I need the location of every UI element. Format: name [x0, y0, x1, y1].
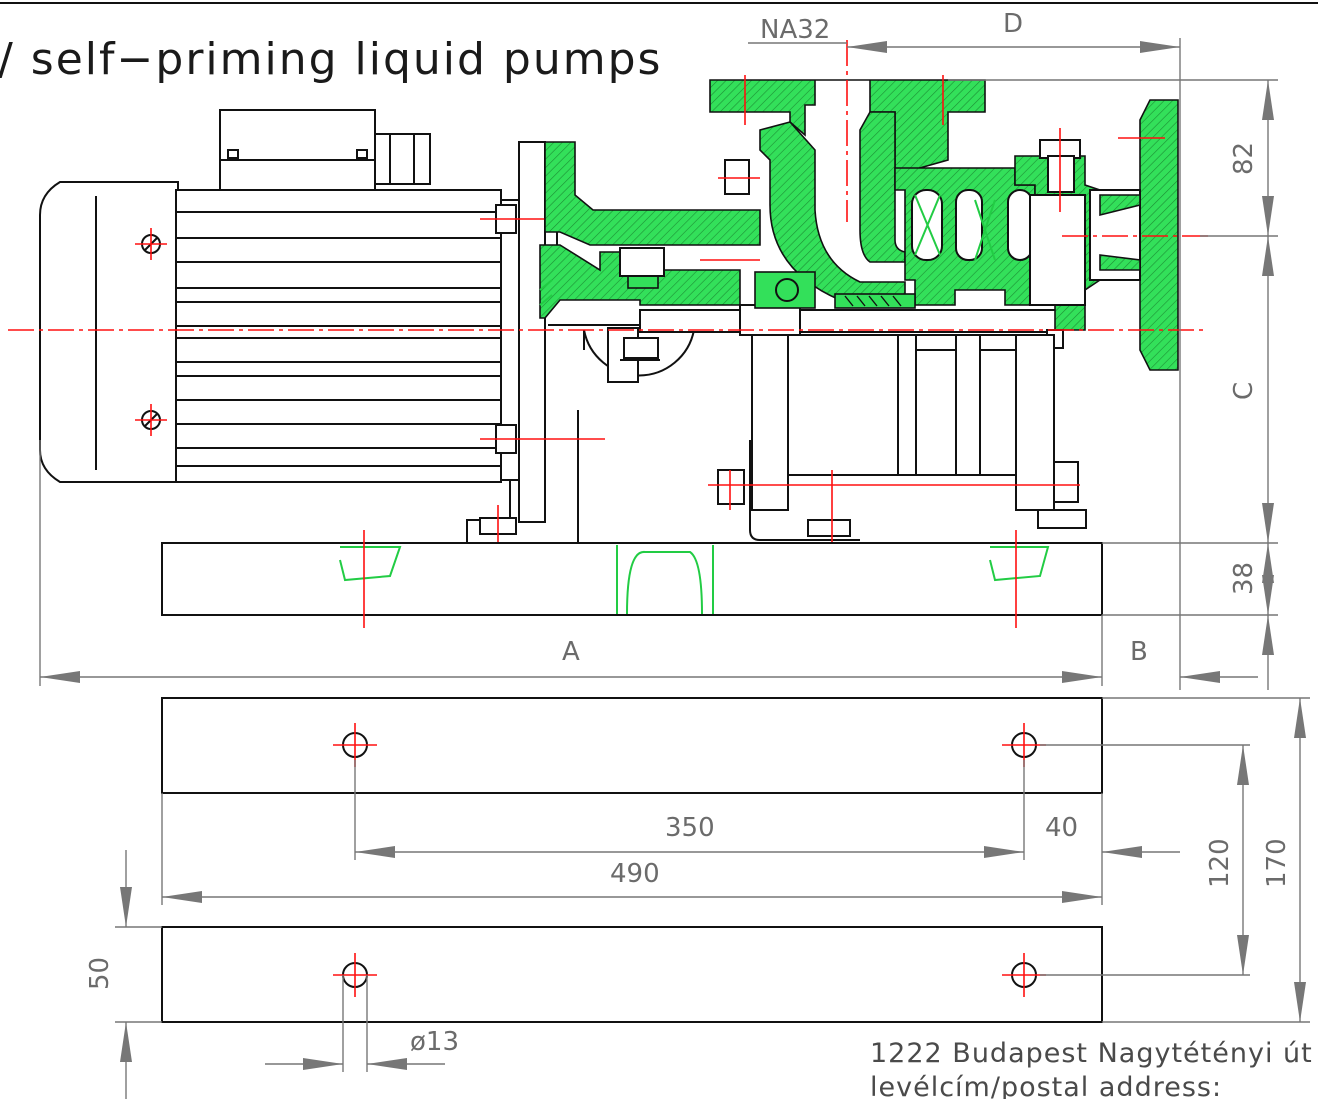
- nozzle-label-NA32: NA32: [748, 15, 847, 45]
- dim-D-label: D: [1003, 9, 1023, 39]
- dim-hole-label: ø13: [410, 1027, 459, 1057]
- dim-A-label: A: [562, 637, 580, 667]
- base-plate-side: [161, 530, 1103, 628]
- dim-50-label: 50: [85, 957, 115, 990]
- drawing-title: / self−priming liquid pumps: [0, 34, 662, 85]
- dimension-120-170: 120 170: [1040, 697, 1310, 1023]
- motor: [39, 109, 502, 483]
- dimension-vertical-chain: 82 C 38: [948, 79, 1278, 690]
- dimension-D: D: [847, 9, 1181, 690]
- dim-38-label: 38: [1229, 562, 1259, 595]
- address-line-1: 1222 Budapest Nagytétényi út: [870, 1038, 1313, 1069]
- dim-170-label: 170: [1262, 838, 1292, 888]
- address-line-2: levélcím/postal address:: [870, 1072, 1222, 1099]
- coupling-detail: [548, 324, 695, 383]
- pump-bracket-section: [539, 141, 761, 319]
- pump-casing-section: [709, 79, 1179, 529]
- dimension-50: 50: [85, 850, 162, 1099]
- dimension-A-B: A B: [39, 440, 1258, 686]
- dim-490-label: 490: [610, 859, 660, 889]
- dimension-hole-diameter: ø13: [265, 975, 459, 1072]
- dimension-350-40-490: 350 40 490: [161, 760, 1180, 905]
- dim-350-label: 350: [665, 813, 715, 843]
- dim-120-label: 120: [1205, 838, 1235, 888]
- dim-40-label: 40: [1045, 813, 1078, 843]
- pump-lower-body: [708, 334, 1080, 552]
- dim-B-label: B: [1130, 637, 1148, 667]
- dim-C-label: C: [1229, 382, 1259, 400]
- dim-82-label: 82: [1229, 142, 1259, 175]
- nozzle-label: NA32: [760, 15, 830, 45]
